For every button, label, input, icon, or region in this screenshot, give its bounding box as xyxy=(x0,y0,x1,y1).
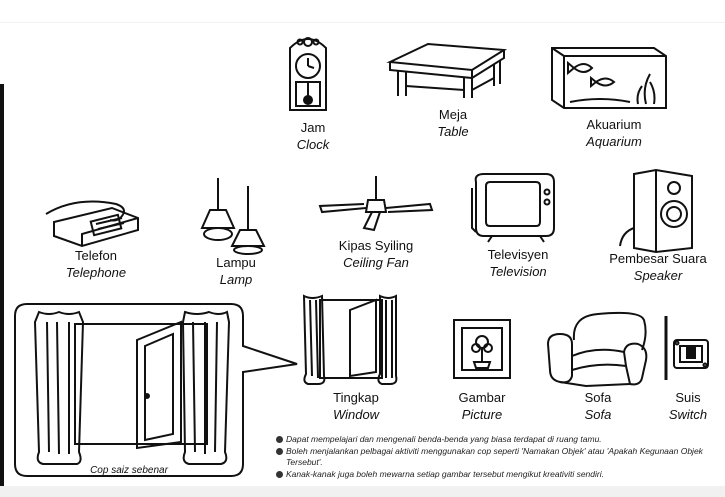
aquarium-label-en: Aquarium xyxy=(586,134,642,149)
picture-icon xyxy=(453,319,511,379)
television-stamp xyxy=(470,172,556,244)
speaker-icon xyxy=(619,168,693,254)
aquarium-icon xyxy=(551,47,667,109)
switch-stamp xyxy=(662,314,714,386)
note-text: Boleh menjalankan pelbagai aktiviti meng… xyxy=(286,445,703,468)
switch-icon xyxy=(664,316,709,380)
sofa-label-ms: Sofa xyxy=(584,390,612,405)
sofa-label-en: Sofa xyxy=(584,407,612,422)
left-edge-bar xyxy=(0,84,4,488)
clock-stamp xyxy=(280,28,336,116)
switch-label-en: Switch xyxy=(668,407,708,422)
picture-label-en: Picture xyxy=(461,407,503,422)
picture-label-ms: Gambar xyxy=(458,390,506,405)
speaker-stamp xyxy=(616,168,696,254)
speaker-label: Pembesar Suara Speaker xyxy=(588,250,725,284)
window-icon xyxy=(302,294,398,385)
television-icon xyxy=(471,173,555,243)
window-label: Tingkap Window xyxy=(286,389,426,423)
lamp-label-en: Lamp xyxy=(219,272,253,287)
window-label-ms: Tingkap xyxy=(333,390,379,405)
ceiling-fan-label: Kipas Syiling Ceiling Fan xyxy=(306,237,446,271)
callout-box xyxy=(13,302,298,478)
table-label-en: Table xyxy=(437,124,469,139)
notes-list: Dapat mempelajari dan mengenali benda-be… xyxy=(276,434,722,480)
television-label-en: Television xyxy=(489,264,547,279)
clock-icon xyxy=(289,37,327,111)
table-stamp xyxy=(386,40,508,100)
bullet-icon xyxy=(276,447,283,455)
bullet-icon xyxy=(276,436,283,443)
clock-label-en: Clock xyxy=(296,137,330,152)
clock-label-ms: Jam xyxy=(300,120,326,135)
speaker-label-en: Speaker xyxy=(633,268,683,283)
lamp-icon xyxy=(200,178,266,255)
table-label-ms: Meja xyxy=(438,107,468,122)
lamp-label: Lampu Lamp xyxy=(166,254,306,288)
ceiling-fan-label-en: Ceiling Fan xyxy=(343,255,409,270)
speaker-label-ms: Pembesar Suara xyxy=(609,251,707,266)
telephone-label: Telefon Telephone xyxy=(26,247,166,281)
television-label: Televisyen Television xyxy=(448,246,588,280)
note-text: Kanak-kanak juga boleh mewarna setiap ga… xyxy=(286,468,604,479)
ceiling-fan-label-ms: Kipas Syiling xyxy=(338,238,414,253)
telephone-stamp xyxy=(42,192,142,248)
callout-caption: Cop saiz sebenar xyxy=(90,465,168,476)
note-item: Boleh menjalankan pelbagai aktiviti meng… xyxy=(276,446,722,469)
ceiling-fan-icon xyxy=(318,176,434,232)
switch-label-ms: Suis xyxy=(675,390,701,405)
ceiling-fan-stamp xyxy=(318,176,434,232)
table-icon xyxy=(386,42,508,98)
telephone-label-en: Telephone xyxy=(65,265,127,280)
bottom-band xyxy=(0,486,725,497)
telephone-icon xyxy=(45,200,139,248)
sofa-stamp xyxy=(546,310,650,388)
sofa-label: Sofa Sofa xyxy=(528,389,668,423)
lamp-label-ms: Lampu xyxy=(216,255,256,270)
picture-label: Gambar Picture xyxy=(412,389,552,423)
table-label: Meja Table xyxy=(383,106,523,140)
television-label-ms: Televisyen xyxy=(487,247,549,262)
switch-label: Suis Switch xyxy=(618,389,725,423)
callout-window-icon xyxy=(14,303,298,477)
top-band xyxy=(0,0,725,23)
note-item: Dapat mempelajari dan mengenali benda-be… xyxy=(276,434,722,446)
lamp-stamp xyxy=(200,176,270,255)
bullet-icon xyxy=(276,470,283,478)
aquarium-label: Akuarium Aquarium xyxy=(544,116,684,150)
sofa-icon xyxy=(546,311,648,388)
picture-stamp xyxy=(452,318,512,380)
note-item: Kanak-kanak juga boleh mewarna setiap ga… xyxy=(276,469,722,481)
aquarium-label-ms: Akuarium xyxy=(586,117,642,132)
telephone-label-ms: Telefon xyxy=(75,248,117,263)
window-label-en: Window xyxy=(332,407,380,422)
aquarium-stamp xyxy=(550,42,668,114)
window-stamp xyxy=(300,292,400,386)
note-text: Dapat mempelajari dan mengenali benda-be… xyxy=(286,434,602,444)
clock-label: Jam Clock xyxy=(243,119,383,153)
